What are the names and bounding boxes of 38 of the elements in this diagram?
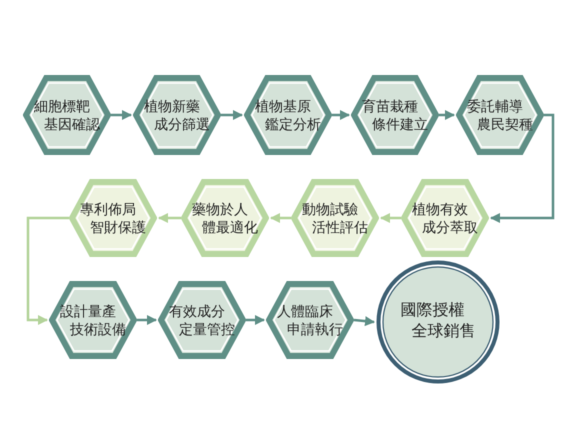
step-label: 專利佈局智財保護 xyxy=(80,200,146,236)
step-label: 委託輔導農民契種 xyxy=(467,96,533,134)
hexagon-step xyxy=(291,179,379,257)
hexagon-step xyxy=(401,179,489,257)
hexagon-step xyxy=(158,281,246,359)
step-label: 設計量產技術設備 xyxy=(60,302,126,338)
step-label: 動物試驗活性評估 xyxy=(302,200,368,236)
step-label: 植物基原鑑定分析 xyxy=(255,96,321,134)
arrow xyxy=(439,110,455,120)
circle-goal xyxy=(376,260,500,384)
hexagon-step xyxy=(49,281,137,359)
arrow xyxy=(380,213,401,223)
arrow xyxy=(246,315,265,325)
step-label: 植物有效成分萃取 xyxy=(412,200,478,236)
arrow xyxy=(270,213,291,223)
arrow xyxy=(490,114,554,223)
arrow xyxy=(354,316,375,326)
step-label: 國際授權全球銷售 xyxy=(400,301,476,342)
arrow xyxy=(332,110,350,120)
hexagon-step xyxy=(266,281,354,359)
hexagon-step xyxy=(351,75,439,155)
arrow xyxy=(111,110,132,120)
arrow xyxy=(26,216,69,325)
hexagon-step xyxy=(23,75,111,155)
arrow xyxy=(137,315,157,325)
arrow xyxy=(158,213,181,223)
hexagon-step xyxy=(244,75,332,155)
step-label: 細胞標靶基因確認 xyxy=(34,96,100,134)
hexagon-step xyxy=(181,179,269,257)
step-label: 有效成分定量管控 xyxy=(169,302,235,338)
hexagon-step xyxy=(456,75,544,155)
hexagon-step xyxy=(133,75,221,155)
step-label: 人體臨床申請執行 xyxy=(277,302,343,338)
hexagon-step xyxy=(69,179,157,257)
step-label: 育苗栽種條件建立 xyxy=(362,96,428,134)
arrow xyxy=(221,110,243,120)
step-label: 植物新藥成分篩選 xyxy=(144,96,210,134)
step-label: 藥物於人體最適化 xyxy=(192,200,258,236)
